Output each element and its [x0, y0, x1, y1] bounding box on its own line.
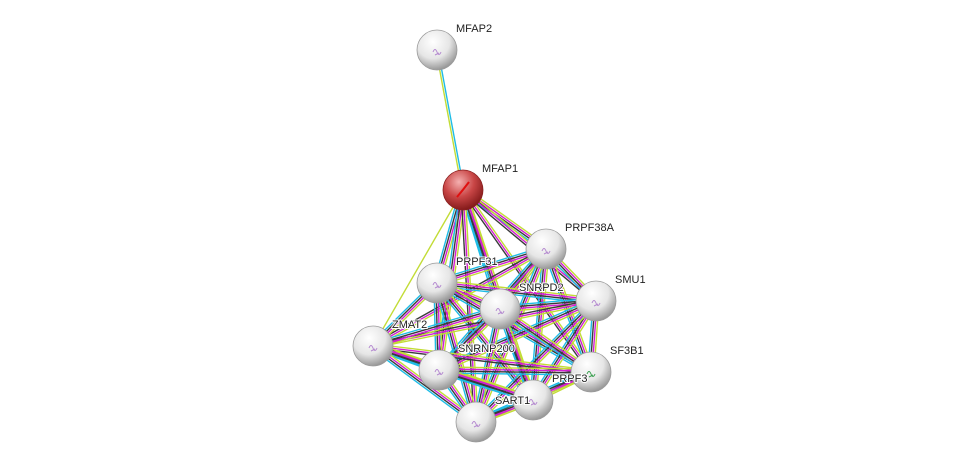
evidence-line: [437, 281, 597, 301]
evidence-line: [370, 347, 475, 425]
evidence-line: [437, 281, 535, 400]
protein-structure-icon: [528, 399, 538, 406]
evidence-line: [439, 368, 592, 372]
edge-prpf31-smu1[interactable]: [436, 279, 597, 305]
protein-structure-icon: [541, 248, 551, 255]
node-label: SNRPD2: [519, 282, 564, 294]
protein-structure-icon: [368, 345, 378, 352]
node-prpf31[interactable]: PRPF31: [416, 255, 499, 304]
protein-structure-icon: [432, 49, 442, 56]
evidence-line: [371, 346, 476, 424]
node-label: MFAP1: [482, 163, 518, 175]
evidence-line: [476, 249, 548, 423]
node-sphere[interactable]: [512, 379, 554, 421]
evidence-line: [473, 298, 595, 421]
node-sphere[interactable]: [570, 351, 612, 393]
node-sphere[interactable]: [352, 325, 394, 367]
node-label: PRPF38A: [565, 222, 615, 234]
edge-mfap1-zmat2[interactable]: [372, 189, 464, 347]
node-prpf38a[interactable]: PRPF38A: [525, 221, 616, 270]
protein-structure-icon: [471, 421, 481, 428]
node-snrpd2[interactable]: SNRPD2: [479, 281, 565, 330]
protein-structure-icon: [456, 181, 470, 198]
node-sf3b1[interactable]: SF3B1: [570, 344, 645, 393]
node-prpf3[interactable]: PRPF3: [512, 372, 588, 421]
evidence-line: [438, 370, 591, 374]
node-label: SNRNP200: [458, 343, 515, 355]
evidence-line: [474, 299, 596, 422]
evidence-line: [371, 305, 500, 344]
edge-prpf31-prpf3[interactable]: [434, 280, 536, 403]
node-sphere[interactable]: [575, 280, 617, 322]
node-snrnp200[interactable]: SNRNP200: [418, 342, 516, 391]
protein-structure-icon: [495, 308, 505, 315]
evidence-line: [372, 347, 591, 375]
evidence-line: [373, 311, 502, 350]
node-label: SART1: [495, 395, 530, 407]
evidence-line: [548, 247, 595, 372]
evidence-line: [437, 279, 597, 299]
evidence-line: [372, 189, 464, 347]
evidence-line: [436, 285, 596, 305]
protein-structure-icon: [432, 282, 442, 289]
evidence-line: [435, 284, 590, 376]
node-sart1[interactable]: SART1: [455, 394, 531, 443]
evidence-line: [439, 366, 592, 370]
evidence-line: [372, 345, 592, 373]
node-smu1[interactable]: SMU1: [575, 273, 647, 322]
protein-structure-icon: [586, 371, 596, 378]
node-label: PRPF3: [552, 373, 587, 385]
edge-snrpd2-zmat2[interactable]: [371, 305, 502, 350]
evidence-line: [373, 309, 501, 348]
protein-structure-icon: [591, 300, 601, 307]
evidence-line: [437, 297, 596, 368]
node-zmat2[interactable]: ZMAT2: [352, 318, 428, 367]
node-sphere[interactable]: [479, 288, 521, 330]
evidence-line: [373, 343, 592, 371]
protein-structure-icon: [434, 369, 444, 376]
evidence-line: [436, 283, 596, 303]
node-mfap2[interactable]: MFAP2: [416, 22, 493, 71]
node-label: SF3B1: [610, 345, 644, 357]
evidence-line: [435, 50, 463, 191]
edges-layer: [370, 49, 600, 426]
edge-zmat2-sf3b1[interactable]: [372, 343, 592, 375]
edge-snrnp200-sf3b1[interactable]: [438, 366, 592, 376]
evidence-line: [372, 307, 500, 346]
evidence-line: [439, 303, 598, 374]
node-mfap1[interactable]: MFAP1: [442, 162, 519, 211]
evidence-line: [476, 301, 598, 424]
evidence-line: [438, 372, 591, 376]
node-sphere[interactable]: [418, 349, 460, 391]
node-sphere[interactable]: [455, 401, 497, 443]
node-label: MFAP2: [456, 23, 492, 35]
evidence-line: [437, 49, 465, 190]
evidence-line: [435, 283, 533, 402]
node-label: ZMAT2: [392, 319, 427, 331]
node-sphere[interactable]: [416, 29, 458, 71]
node-label: SMU1: [615, 274, 646, 286]
node-sphere[interactable]: [416, 262, 458, 304]
edge-mfap2-mfap1[interactable]: [435, 49, 465, 191]
evidence-line: [438, 280, 536, 399]
node-label: PRPF31: [456, 256, 498, 268]
evidence-line: [535, 249, 550, 401]
node-sphere[interactable]: [525, 228, 567, 270]
